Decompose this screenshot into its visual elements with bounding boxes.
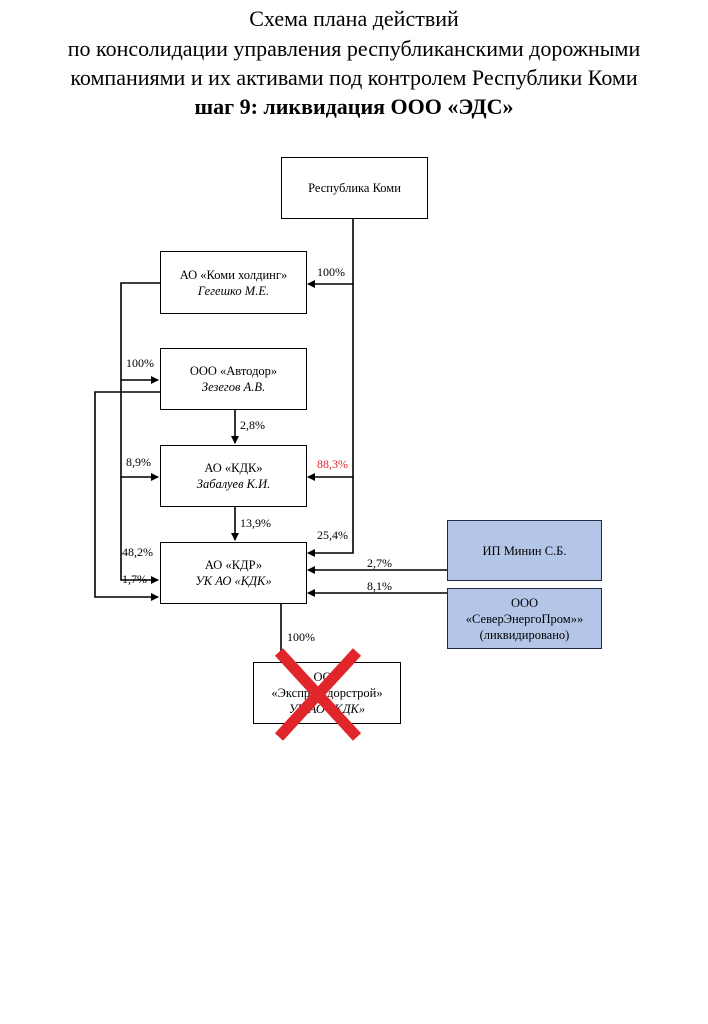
node-sep-line3: (ликвидировано) [479,627,570,642]
node-kdk: АО «КДК» Забалуев К.И. [160,445,307,507]
edge-avtodor-to-kdr [94,391,160,601]
pct-avtodor-kdr: 1,7% [122,572,147,586]
node-kdr: АО «КДР» УК АО «КДК» [160,542,307,604]
edge-republic-to-kdk [307,284,354,481]
title-line-3: компаниями и их активами под контролем Р… [70,65,638,90]
pct-minin-kdr: 2,7% [367,556,392,570]
pct-republic-kdk: 88,3% [317,457,348,471]
edge-holding-trunk [120,282,160,380]
node-eds-line1: ООО [313,670,341,684]
node-expressdorstroy: ООО «Экспрессдорстрой» УК АО «КДК» [253,662,401,724]
node-kdr-label: АО «КДР» [204,558,263,572]
node-avtodor-label: ООО «Автодор» [189,364,278,378]
node-republic-komi: Республика Коми [281,157,428,219]
node-kdk-person: Забалуев К.И. [196,477,271,491]
node-kdk-label: АО «КДК» [204,461,263,475]
pct-kdr-eds: 100% [287,630,315,644]
title-line-1: Схема плана действий [249,6,459,31]
node-sep-line2: «СеверЭнергоПром»» [465,611,584,626]
pct-holding-kdr: 48,2% [122,545,153,559]
node-komi-holding-person: Гегешко М.Е. [197,283,270,298]
pct-severenergoprom-kdr: 8,1% [367,579,392,593]
pct-avtodor-kdk: 2,8% [240,418,265,432]
node-avtodor: ООО «Автодор» Зезегов А.В. [160,348,307,410]
pct-republic-kdr: 25,4% [317,528,348,542]
node-eds-line2: «Экспрессдорстрой» [271,686,383,700]
node-ip-minin-label: ИП Минин С.Б. [482,543,567,558]
pct-kdk-kdr: 13,9% [240,516,271,530]
node-avtodor-person: Зезегов А.В. [201,380,266,394]
title-step: шаг 9: ликвидация ООО «ЭДС» [194,94,514,119]
node-komi-holding-label: АО «Коми холдинг» [179,267,288,282]
node-komi-holding: АО «Коми холдинг» Гегешко М.Е. [160,251,307,314]
node-sep-line1: ООО [510,595,539,610]
node-kdr-manager: УК АО «КДК» [195,574,272,588]
edge-holding-to-kdr [120,477,159,584]
node-eds-line3: УК АО «КДК» [288,702,366,716]
pct-holding-kdk: 8,9% [126,455,151,469]
pct-holding-avtodor: 100% [126,356,154,370]
pct-republic-holding: 100% [317,265,345,279]
edge-republic-to-kdr [307,477,354,557]
title-line-2: по консолидации управления республиканск… [67,36,641,61]
node-republic-komi-label: Республика Коми [308,181,401,195]
node-severenergoprom: ООО «СеверЭнергоПром»» (ликвидировано) [447,588,602,649]
node-ip-minin: ИП Минин С.Б. [447,520,602,581]
